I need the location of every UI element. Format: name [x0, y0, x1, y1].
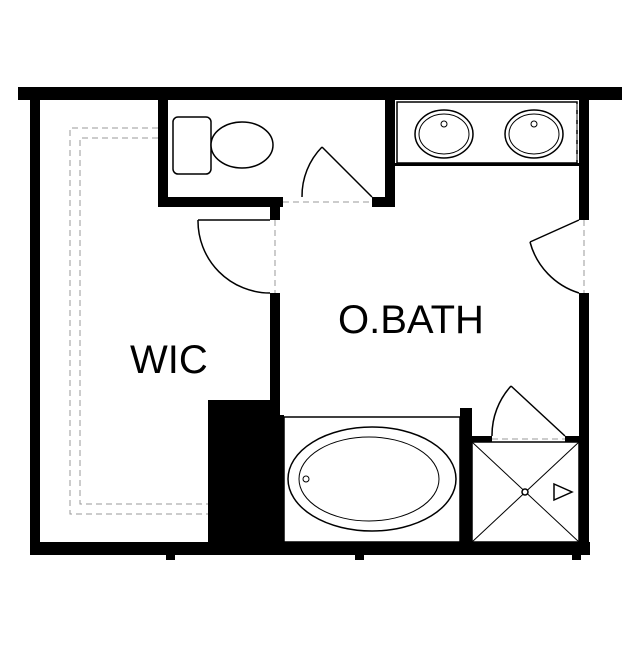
shower-door-swing: [491, 385, 512, 437]
doors: [197, 146, 585, 440]
tub-left-wall: [278, 415, 284, 545]
room-label-wic: WIC: [130, 338, 208, 382]
bottom-wall-stub-2: [355, 542, 364, 560]
sink-left: [414, 109, 474, 159]
shower-door: [491, 385, 566, 440]
wic-bath-wall-upper: [270, 207, 280, 220]
toilet-room-door-jamb: [372, 197, 395, 207]
room-label-bath: O.BATH: [338, 298, 484, 342]
sink-right: [504, 109, 564, 159]
shower: [471, 441, 580, 543]
toilet-bowl: [210, 121, 274, 169]
closet-shelving: [69, 127, 208, 515]
toilet-room-right-wall: [385, 100, 395, 207]
wic-solid-block: [208, 400, 280, 545]
tub-shower-wall: [460, 408, 472, 545]
left-wall: [30, 87, 40, 555]
vanity-top: [396, 101, 578, 164]
vanity-counter-edge: [395, 163, 579, 166]
tub-drain: [302, 475, 310, 483]
wic-bath-wall-lower: [270, 293, 280, 403]
right-door-swing: [529, 241, 580, 294]
wic-door-swing: [197, 219, 271, 294]
shower-drain: [521, 488, 529, 496]
right-exterior-door: [529, 219, 585, 294]
closet-shelf-outline-outer: [69, 127, 208, 515]
sink-left-basin: [418, 113, 470, 155]
right-wall-upper: [579, 100, 589, 220]
toilet-tank: [172, 116, 212, 175]
toilet-door-leaf: [321, 146, 373, 198]
shower-curb-right: [565, 436, 579, 442]
closet-shelf-outline-inner: [79, 137, 208, 505]
shower-pan: [471, 441, 580, 543]
shower-head: [553, 482, 574, 502]
toilet-room-door: [283, 146, 373, 203]
toilet-room-bottom-wall: [158, 197, 283, 207]
wic-door: [197, 219, 276, 294]
bottom-wall-stub-1: [166, 542, 175, 560]
sink-right-basin: [508, 113, 560, 155]
tub-basin-inner: [298, 436, 440, 522]
double-vanity: [396, 101, 578, 164]
toilet: [172, 116, 274, 175]
top-wall: [18, 87, 622, 100]
sink-right-drain: [530, 120, 538, 128]
right-wall-lower: [579, 293, 589, 555]
toilet-door-swing: [301, 146, 323, 198]
interior-walls: [158, 100, 579, 545]
bottom-wall: [30, 542, 590, 555]
exterior-walls: [18, 87, 622, 560]
right-door-leaf: [529, 219, 580, 243]
tub-frame: [283, 416, 461, 543]
shower-door-leaf: [510, 385, 566, 437]
shower-curb-left: [472, 436, 492, 442]
bathtub: [283, 416, 461, 543]
bottom-wall-stub-3: [572, 542, 581, 560]
toilet-room-left-wall: [158, 100, 168, 207]
tub-basin: [287, 426, 457, 532]
sink-left-drain: [440, 120, 448, 128]
fixtures: [172, 101, 580, 543]
